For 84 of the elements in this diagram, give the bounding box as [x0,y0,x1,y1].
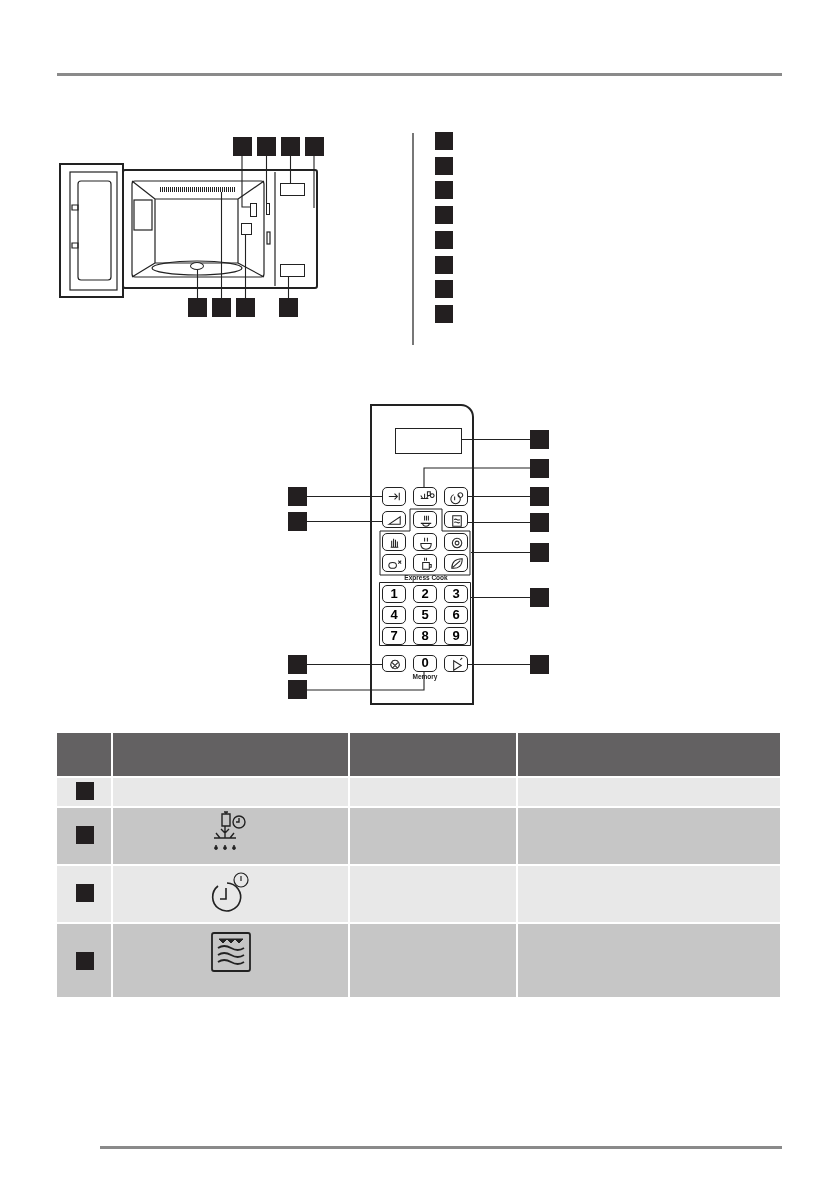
icon-button [444,655,468,672]
icon-button [444,487,468,506]
callout-marker [233,137,252,156]
leader-line [313,155,315,209]
callout-marker [76,952,94,970]
leader-line [289,155,292,184]
callout-marker [530,487,549,506]
leader-line [470,551,531,554]
callout-marker [435,304,453,323]
leader-line [467,495,531,498]
leader-line [265,155,268,204]
icon-button [413,554,437,572]
turntable-hub [190,262,204,270]
waveguide-cover [241,223,252,235]
number-button: 1 [382,585,406,603]
icon-button [444,511,468,528]
leader-line [287,276,290,299]
callout-marker [76,782,94,800]
icon-button [382,511,406,528]
callout-marker [305,137,324,156]
callout-marker [530,430,549,449]
safety-lock-slot [266,203,270,215]
leader-line [241,155,251,208]
icon-button [413,533,437,551]
leader-line [423,467,531,488]
callout-marker [435,206,453,225]
callout-marker [76,826,94,844]
leader-line [306,663,383,666]
leader-line [306,495,383,498]
number-button: 6 [444,606,468,624]
icon-button [382,533,406,551]
callout-marker [279,298,298,317]
callout-marker [288,655,307,674]
leader-line [196,269,199,299]
callout-marker [435,280,453,299]
callout-marker [188,298,207,317]
number-button: 4 [382,606,406,624]
icon-button [382,655,406,672]
callout-marker [281,137,300,156]
number-button: 0 [413,655,437,672]
leader-line [306,520,383,523]
callout-marker [530,513,549,532]
leader-line [467,521,531,524]
leader-line [470,596,531,599]
callout-marker [530,588,549,607]
button-group-frame [379,508,471,576]
leader-line [467,663,531,666]
callout-marker [435,132,453,150]
icon-button [413,487,437,506]
icon-button [413,511,437,528]
leader-line [461,438,531,441]
callout-marker [76,884,94,902]
keypad-frame [379,582,471,646]
callout-marker [530,655,549,674]
number-button: 5 [413,606,437,624]
number-button: 7 [382,627,406,645]
number-button: 8 [413,627,437,645]
number-button: 2 [413,585,437,603]
icon-button [444,533,468,551]
number-button: 3 [444,585,468,603]
leader-line [306,671,425,691]
leader-line [220,191,223,299]
icon-button [382,554,406,572]
panel-window [280,264,305,277]
callout-marker [288,512,307,531]
callout-marker [435,230,453,249]
display-window [395,428,462,454]
number-button: 9 [444,627,468,645]
leader-line [244,234,247,299]
callout-marker [288,680,307,699]
icon-button [444,554,468,572]
callout-marker [435,181,453,200]
panel-window [280,183,305,196]
callout-marker [435,156,453,175]
callout-marker [288,487,307,506]
callout-marker [257,137,276,156]
callout-marker [435,255,453,274]
callout-marker [530,459,549,478]
callout-marker [212,298,231,317]
icon-button [382,487,406,506]
callout-marker [236,298,255,317]
grill-element [160,187,236,192]
door-latch-slot [250,203,257,217]
callout-marker [530,543,549,562]
